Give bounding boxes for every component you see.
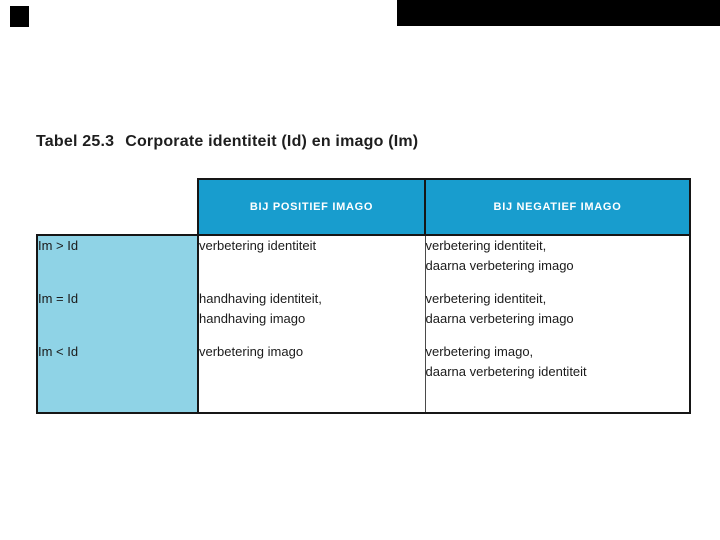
- row-label-im-eq-id: Im = Id: [36, 289, 199, 342]
- row-label-im-lt-id: Im < Id: [36, 342, 199, 414]
- cell-r3-negatief: verbetering imago, daarna verbetering id…: [425, 342, 691, 414]
- cell-r1-positief: verbetering identiteit: [198, 235, 426, 289]
- table-caption: Corporate identiteit (Id) en imago (Im): [125, 133, 419, 150]
- corporate-identity-imago-table: BIJ POSITIEF IMAGO BIJ NEGATIEF IMAGO Im…: [36, 178, 691, 414]
- black-square-top-left: [10, 6, 29, 27]
- black-bar-top-right: [397, 0, 720, 26]
- table-title: Tabel 25.3 Corporate identiteit (Id) en i…: [36, 133, 418, 151]
- cell-r1-negatief: verbetering identiteit, daarna verbeteri…: [425, 235, 691, 289]
- table-row-im-eq-id: Im = Id handhaving identiteit, handhavin…: [36, 289, 691, 342]
- cell-r3-positief: verbetering imago: [198, 342, 426, 414]
- row-label-im-gt-id: Im > Id: [36, 234, 199, 289]
- column-header-negatief-imago: BIJ NEGATIEF IMAGO: [424, 178, 691, 236]
- cell-r2-negatief: verbetering identiteit, daarna verbeteri…: [425, 289, 691, 342]
- table-row-im-lt-id: Im < Id verbetering imago verbetering im…: [36, 342, 691, 414]
- empty-corner-cell: [37, 179, 198, 235]
- table-row-im-gt-id: Im > Id verbetering identiteit verbeteri…: [36, 234, 691, 289]
- cell-r2-positief: handhaving identiteit, handhaving imago: [198, 289, 426, 342]
- header-row: BIJ POSITIEF IMAGO BIJ NEGATIEF IMAGO: [37, 178, 691, 236]
- table-number: Tabel 25.3: [36, 133, 115, 150]
- column-header-positief-imago: BIJ POSITIEF IMAGO: [197, 178, 426, 236]
